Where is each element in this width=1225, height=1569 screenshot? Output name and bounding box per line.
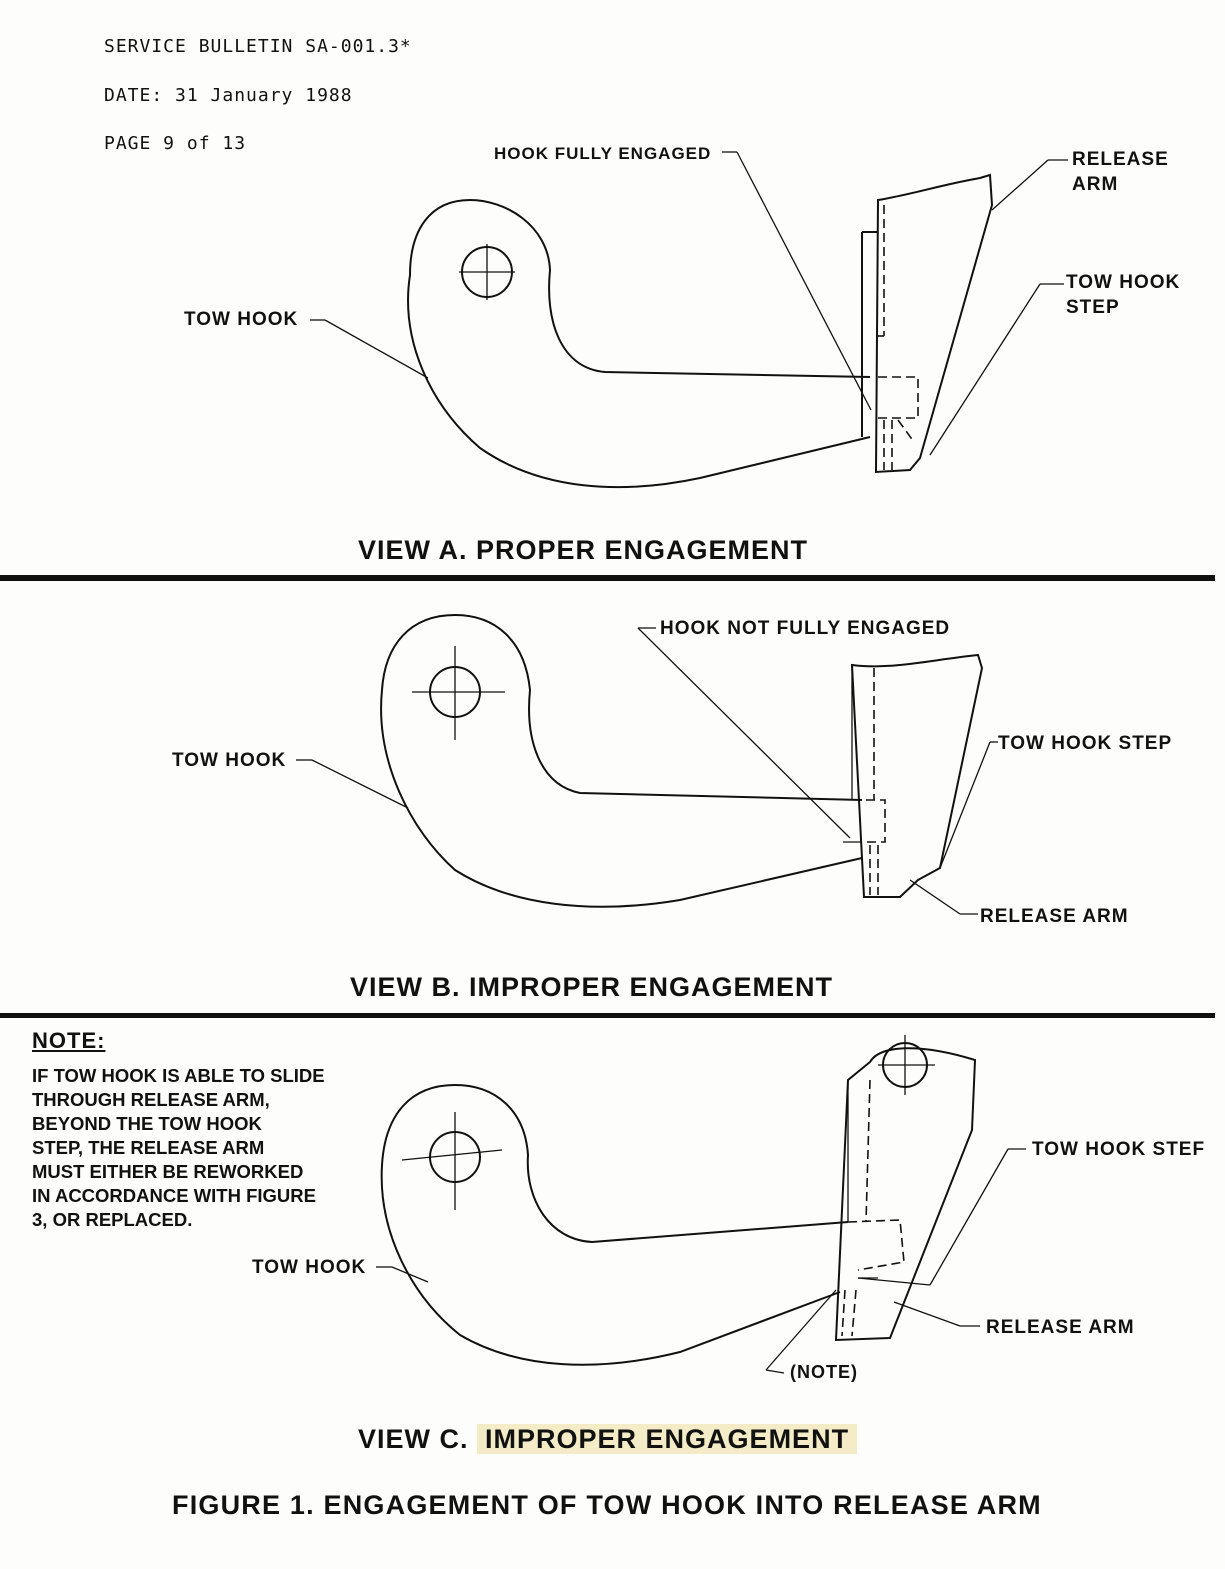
view-c-label-release-arm: RELEASE ARM xyxy=(986,1317,1135,1338)
note-heading: NOTE: xyxy=(32,1028,106,1053)
view-c-release-arm xyxy=(834,1047,977,1342)
view-a-label-arm: ARM xyxy=(1072,174,1119,195)
view-c-title-highlight: IMPROPER ENGAGEMENT xyxy=(477,1424,858,1454)
view-b-tow-hook-outline xyxy=(380,613,863,908)
view-c-tow-hook-outline xyxy=(380,1083,849,1366)
view-b-label-release-arm: RELEASE ARM xyxy=(980,906,1129,927)
view-c-label-note: (NOTE) xyxy=(790,1362,858,1382)
view-a-label-tow-hook: TOW HOOK xyxy=(184,309,299,330)
view-a-tow-hook-outline xyxy=(407,198,871,489)
note-text: IF TOW HOOK IS ABLE TO SLIDE THROUGH REL… xyxy=(32,1065,325,1230)
view-b-label-tow-hook-step: TOW HOOK STEP xyxy=(998,733,1173,754)
divider-a-b xyxy=(0,575,1215,581)
bulletin-date: DATE: 31 January 1988 xyxy=(104,85,353,106)
view-a-label-release: RELEASE xyxy=(1072,149,1169,170)
view-b-drawing xyxy=(296,613,998,915)
view-a-release-arm xyxy=(874,173,994,474)
view-c-label-tow-hook-step: TOW HOOK STEF xyxy=(1032,1139,1206,1160)
view-b-label-tow-hook: TOW HOOK xyxy=(172,750,287,771)
view-b-label-hook-not-fully-engaged: HOOK NOT FULLY ENGAGED xyxy=(660,618,951,639)
view-c-label-tow-hook: TOW HOOK xyxy=(252,1257,367,1278)
view-a-label-tow-hook-step-1: TOW HOOK xyxy=(1066,272,1181,293)
page-number: PAGE 9 of 13 xyxy=(104,133,247,154)
divider-b-c xyxy=(0,1013,1215,1018)
view-a-label-tow-hook-step-2: STEP xyxy=(1066,297,1120,318)
bulletin-number: SERVICE BULLETIN SA-001.3* xyxy=(104,36,412,57)
view-b-release-arm xyxy=(850,653,984,898)
view-a-label-hook-fully-engaged: HOOK FULLY ENGAGED xyxy=(494,144,712,163)
view-a-drawing xyxy=(310,151,1068,489)
view-b-title: VIEW B. IMPROPER ENGAGEMENT xyxy=(350,972,834,1002)
view-c-drawing xyxy=(376,1035,1026,1374)
view-a-title: VIEW A. PROPER ENGAGEMENT xyxy=(358,535,809,565)
view-c-title-prefix: VIEW C. xyxy=(358,1424,469,1454)
view-c-title: VIEW C. IMPROPER ENGAGEMENT xyxy=(358,1424,858,1455)
figure-caption: FIGURE 1. ENGAGEMENT OF TOW HOOK INTO RE… xyxy=(172,1490,1042,1520)
